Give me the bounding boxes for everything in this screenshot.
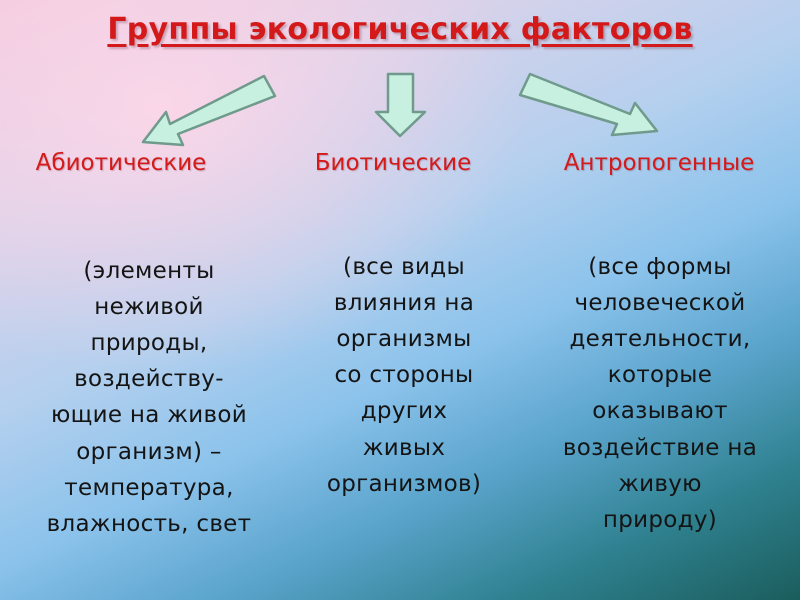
desc-line: (все формы [588, 254, 732, 280]
desc-line: воздействие на [562, 434, 758, 461]
desc-line: организмов) [326, 470, 482, 497]
desc-anthropogenic: (все формы человеческой деятельности, ко… [528, 249, 792, 538]
desc-line: человеческой [574, 290, 746, 317]
desc-line: влажность, свет [46, 510, 252, 537]
desc-line: ющие на живой [50, 402, 248, 429]
heading-biotic: Биотические [314, 150, 472, 176]
desc-line: которые [607, 362, 713, 389]
desc-line: температура, [64, 474, 234, 501]
desc-line: природу) [602, 506, 718, 533]
desc-line: организм) – [76, 438, 222, 465]
slide-title: Группы экологических факторов [107, 12, 693, 47]
desc-biotic: (все виды влияния на организмы со сторон… [293, 249, 515, 502]
arrow-right-icon [518, 72, 659, 137]
desc-line: (все виды [343, 254, 465, 280]
arrow-left-icon [141, 74, 277, 147]
desc-line: оказывают [592, 398, 728, 425]
desc-abiotic: (элементы неживой природы, воздейству- ю… [8, 253, 290, 542]
desc-line: других [360, 398, 448, 425]
desc-line: деятельности, [569, 326, 751, 353]
heading-abiotic: Абиотические [35, 150, 207, 176]
desc-line: неживой [94, 294, 204, 321]
desc-line: природы, [90, 330, 208, 357]
desc-line: живых [362, 434, 446, 461]
desc-line: организмы [336, 326, 472, 353]
desc-line: со стороны [334, 362, 474, 389]
heading-anthropogenic: Антропогенные [563, 150, 755, 176]
desc-line: живую [618, 470, 702, 497]
arrow-down-icon [374, 72, 427, 138]
desc-line: (элементы [83, 258, 215, 284]
desc-line: воздейству- [74, 366, 224, 393]
desc-line: влияния на [333, 290, 475, 317]
